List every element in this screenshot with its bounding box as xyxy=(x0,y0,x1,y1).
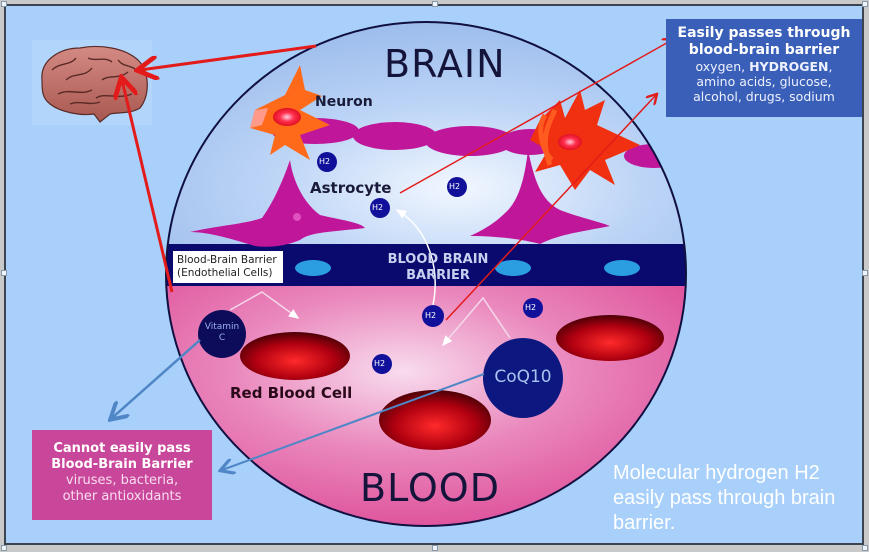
astrocyte xyxy=(190,160,365,247)
h2-molecule xyxy=(317,152,337,172)
resize-handle[interactable] xyxy=(1,270,7,276)
h2-label: H2 xyxy=(425,311,437,320)
h2-molecule xyxy=(372,354,392,374)
endothelial-label-line: (Endothelial Cells) xyxy=(177,267,273,279)
resize-handle[interactable] xyxy=(862,270,868,276)
neuron-nucleus xyxy=(558,134,582,150)
h2-label: H2 xyxy=(372,203,384,212)
red-blood-cell-label: Red Blood Cell xyxy=(230,384,353,402)
blocked-box-title: Cannot easily pass xyxy=(53,441,191,456)
passes-arrow xyxy=(445,95,656,321)
coq10-molecule xyxy=(483,338,563,418)
diagram-circle-outline xyxy=(165,21,687,527)
passes-arrow xyxy=(399,40,672,194)
brain-pointer-arrow xyxy=(140,44,317,70)
passes-item-hydrogen: HYDROGEN xyxy=(749,59,829,74)
resize-handle[interactable] xyxy=(1,1,7,7)
passes-box-title: Easily passes through xyxy=(677,25,851,41)
resize-handle[interactable] xyxy=(432,1,438,7)
passes-barrier-box: Easily passes through blood-brain barrie… xyxy=(666,19,862,117)
astrocyte-label: Astrocyte xyxy=(310,179,392,197)
passes-box-items: oxygen, HYDROGEN, xyxy=(666,59,862,74)
endothelial-cells-label: Blood-Brain Barrier (Endothelial Cells) xyxy=(173,251,283,283)
brain-pointer-arrow xyxy=(122,80,174,293)
coq10-label: CoQ10 xyxy=(494,367,552,387)
resize-handle[interactable] xyxy=(862,1,868,7)
h2-molecule xyxy=(523,298,543,318)
vitamin-c-label-line: C xyxy=(218,333,226,343)
h2-label: H2 xyxy=(374,359,386,368)
brain-image xyxy=(32,40,152,125)
red-blood-cells xyxy=(240,315,664,450)
caption-line: Molecular hydrogen H2 xyxy=(613,462,820,484)
barrier-label-line: BARRIER xyxy=(406,268,470,283)
neuron-nucleus xyxy=(273,108,301,126)
h2-molecule xyxy=(447,177,467,197)
h2-molecule xyxy=(422,305,444,327)
resize-handle[interactable] xyxy=(1,545,7,551)
barrier-label: BLOOD BRAIN BARRIER xyxy=(384,252,492,284)
blocked-box-items: viruses, bacteria, xyxy=(65,473,179,488)
flow-arrow xyxy=(229,291,300,319)
passes-box-title: blood-brain barrier xyxy=(688,42,840,58)
blood-title: BLOOD xyxy=(360,466,500,510)
blocked-box-title: Blood-Brain Barrier xyxy=(51,457,193,472)
caption-text[interactable]: Molecular hydrogen H2 easily pass throug… xyxy=(613,461,869,536)
caption-line: barrier. xyxy=(613,512,676,534)
caption-line: easily pass through brain xyxy=(613,487,836,509)
blocked-barrier-box: Cannot easily pass Blood-Brain Barrier v… xyxy=(32,430,212,520)
endothelial-cell xyxy=(295,260,331,276)
blocked-arrow xyxy=(222,373,485,470)
blocked-arrow xyxy=(112,339,201,418)
h2-label: H2 xyxy=(319,157,331,166)
resize-handle[interactable] xyxy=(862,545,868,551)
red-blood-cell xyxy=(556,315,664,361)
endothelial-label-line: Blood-Brain Barrier xyxy=(177,254,277,266)
neuron-body xyxy=(530,90,640,190)
h2-flow-arrow xyxy=(395,209,436,306)
red-blood-cell xyxy=(379,390,491,450)
brain-title: BRAIN xyxy=(384,42,506,86)
h2-label: H2 xyxy=(449,182,461,191)
barrier-label-line: BLOOD BRAIN xyxy=(387,252,489,267)
resize-handle[interactable] xyxy=(432,545,438,551)
red-blood-cell xyxy=(240,332,350,380)
h2-molecule xyxy=(370,198,390,218)
flow-arrow xyxy=(442,296,511,347)
endothelial-cell xyxy=(495,260,531,276)
blocked-box-items: other antioxidants xyxy=(62,489,182,504)
passes-item-text: , xyxy=(828,59,833,74)
passes-box-items: alcohol, drugs, sodium xyxy=(693,89,835,104)
endothelial-cell xyxy=(604,260,640,276)
h2-label: H2 xyxy=(525,303,537,312)
h2-molecules xyxy=(317,152,543,374)
passes-item-text: oxygen, xyxy=(695,59,750,74)
vitamin-c-label-line: Vitamin xyxy=(204,322,240,332)
vitamin-c-label: Vitamin C xyxy=(198,322,246,344)
passes-box-items: amino acids, glucose, xyxy=(696,74,832,89)
vitamin-c-molecule xyxy=(198,310,246,358)
neuron-label: Neuron xyxy=(315,94,373,110)
astrocyte xyxy=(470,150,610,244)
